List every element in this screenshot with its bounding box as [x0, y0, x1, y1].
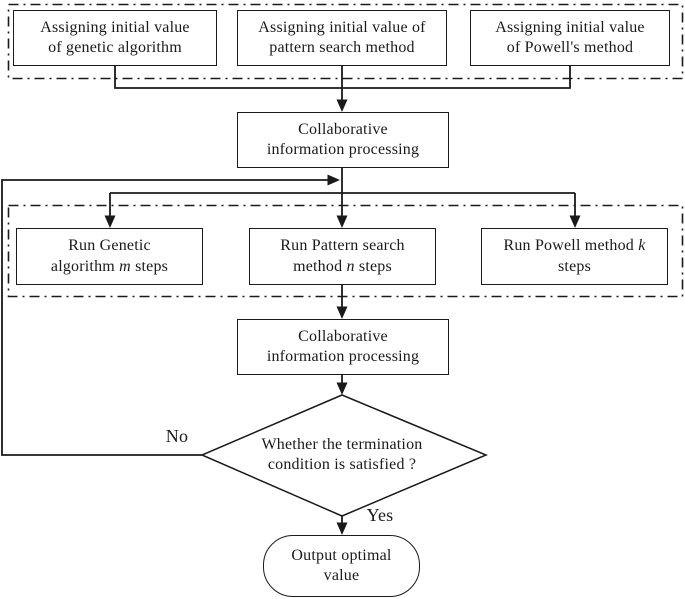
init-powell-box: Assigning initial value of Powell's meth… — [470, 10, 670, 66]
run-group-frame — [7, 204, 684, 298]
output-label: Output optimal value — [291, 546, 392, 584]
arrow-to-decision — [336, 382, 348, 395]
no-feedback-arrow — [327, 174, 340, 186]
init-genetic-box: Assigning initial value of genetic algor… — [13, 10, 217, 66]
output-terminal: Output optimal value — [263, 535, 420, 597]
arrow-to-run-genetic — [104, 215, 116, 228]
run-powell-label: Run Powell method k steps — [503, 237, 646, 275]
init-pattern-label: Assigning initial value of pattern searc… — [258, 18, 426, 56]
init-merge-connector — [114, 66, 571, 101]
termination-decision-text: Whether the termination condition is sat… — [261, 435, 423, 473]
collab-processing-box-1: Collaborative information processing — [237, 112, 449, 168]
arrow-to-run-pattern — [336, 215, 348, 228]
arrow-to-run-powell — [569, 215, 581, 228]
collab-processing-label-1: Collaborative information processing — [266, 120, 420, 158]
init-powell-label: Assigning initial value of Powell's meth… — [495, 18, 645, 56]
arrow-to-collab2 — [336, 306, 348, 319]
no-feedback-connector — [1, 179, 328, 456]
yes-label: Yes — [366, 505, 394, 526]
arrow-to-output — [336, 522, 348, 535]
run-pattern-label: Run Pattern search method n steps — [280, 237, 405, 275]
init-genetic-label: Assigning initial value of genetic algor… — [40, 18, 190, 56]
collab-processing-label-2: Collaborative information processing — [266, 327, 420, 365]
run-distribution-connector — [109, 192, 576, 217]
run-pattern-box: Run Pattern search method n steps — [249, 228, 436, 285]
run-genetic-label: Run Genetic algorithm m steps — [50, 237, 169, 275]
collab-processing-box-2: Collaborative information processing — [237, 319, 449, 375]
no-label: No — [165, 426, 189, 447]
run-powell-box: Run Powell method k steps — [481, 228, 668, 285]
arrow-to-collab1 — [336, 99, 348, 112]
run-genetic-box: Run Genetic algorithm m steps — [16, 228, 203, 285]
init-pattern-box: Assigning initial value of pattern searc… — [237, 10, 447, 66]
init-group-frame — [7, 3, 684, 80]
